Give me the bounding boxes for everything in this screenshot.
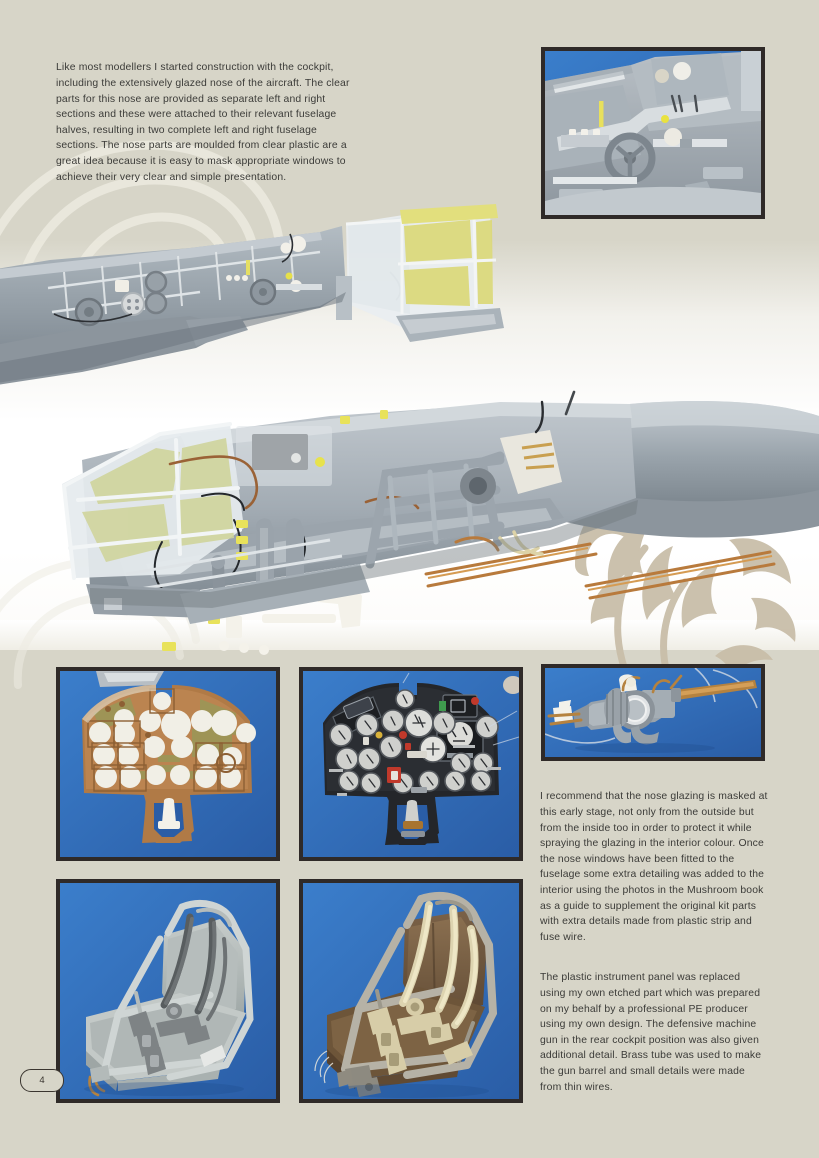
column-paragraph-2: The plastic instrument panel was replace… [540, 972, 762, 1093]
photo-machine-gun [541, 664, 765, 761]
background-band-middle [0, 240, 819, 670]
photo-instrument-panel-painted [299, 667, 523, 861]
photo-cockpit-floor-detail [541, 47, 765, 219]
page-number-text: 4 [39, 1075, 45, 1086]
intro-paragraph: Like most modellers I started constructi… [56, 62, 350, 183]
photo-seat-unpainted [56, 879, 280, 1103]
photo-seat-painted [299, 879, 523, 1103]
column-paragraph-1: I recommend that the nose glazing is mas… [540, 791, 768, 943]
page-number-badge: 4 [20, 1069, 64, 1092]
photo-instrument-panel-etched [56, 667, 280, 861]
